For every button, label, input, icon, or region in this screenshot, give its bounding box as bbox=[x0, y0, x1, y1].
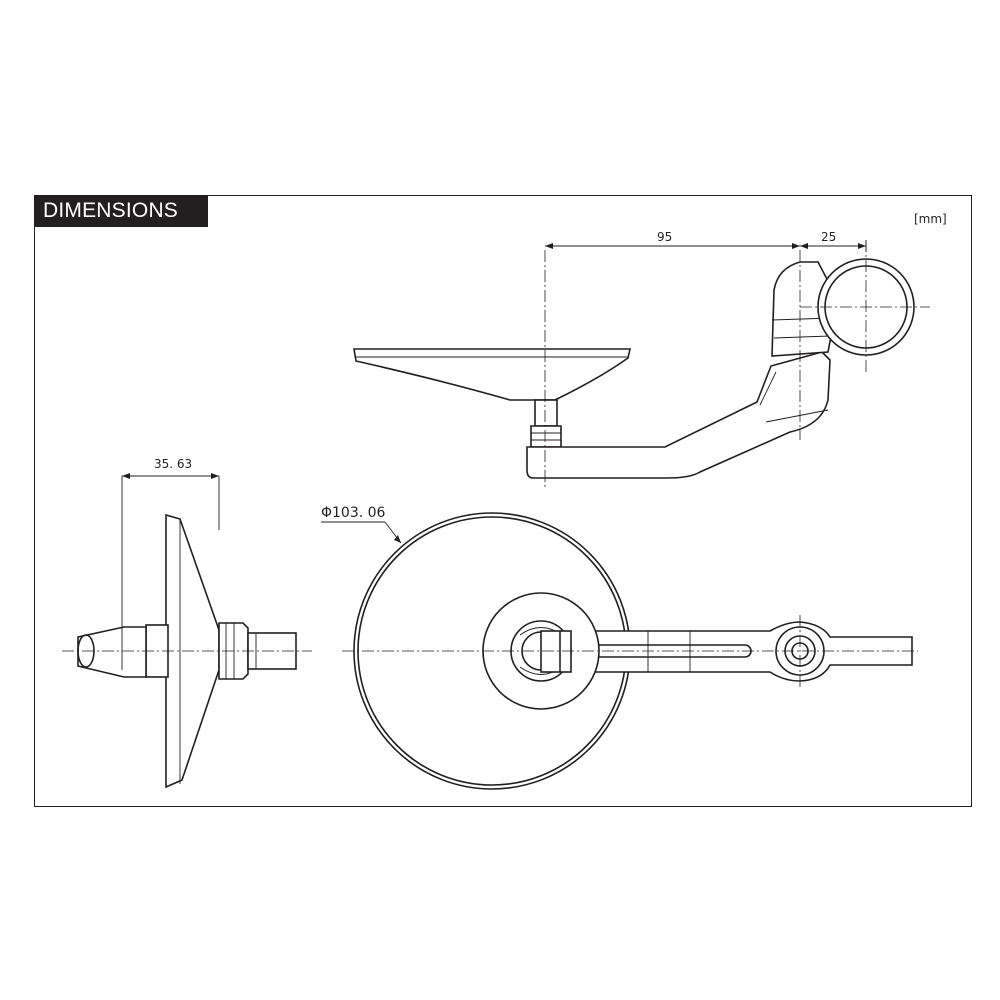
side-view: 35. 63 bbox=[62, 457, 312, 789]
arm-body bbox=[526, 351, 831, 479]
unit-label: [mm] bbox=[914, 212, 947, 226]
dim-clamp-offset: 25 bbox=[821, 230, 836, 244]
front-view: Φ103. 06 bbox=[321, 505, 918, 790]
dim-arm-reach: 95 bbox=[657, 230, 672, 244]
rear-knob bbox=[77, 626, 147, 678]
dim-depth: 35. 63 bbox=[154, 457, 192, 471]
mirror-head-side bbox=[353, 348, 631, 401]
drawing-frame bbox=[34, 195, 972, 807]
stem-nut bbox=[530, 425, 562, 448]
top-view: 95 25 bbox=[353, 230, 930, 488]
section-title: DIMENSIONS bbox=[34, 195, 208, 227]
dim-mirror-diameter: Φ103. 06 bbox=[321, 505, 386, 521]
mirror-stem bbox=[534, 399, 558, 427]
